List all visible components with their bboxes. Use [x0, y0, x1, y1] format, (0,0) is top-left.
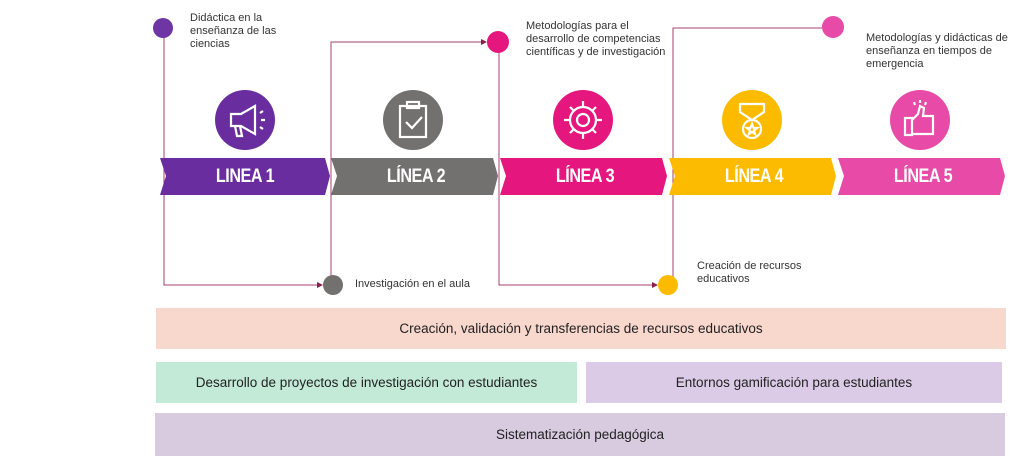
connector-2-3: [330, 39, 487, 285]
connector-4-5: [672, 27, 822, 285]
connectors: [163, 27, 822, 288]
dot-linea-3: [487, 31, 509, 53]
box-proyectos-investigacion: Desarrollo de proyectos de investigación…: [156, 362, 577, 403]
box-sistematizacion: Sistematización pedagógica: [155, 413, 1005, 456]
dot-linea-4: [658, 275, 678, 295]
banner-shape-2: [331, 158, 498, 195]
banner-linea-1: LINEA 1: [215, 165, 275, 187]
banner-linea-4: LÍNEA 4: [724, 165, 784, 187]
banners: [160, 158, 1005, 195]
connector-1-2: [163, 30, 323, 288]
banner-linea-3: LÍNEA 3: [555, 165, 615, 187]
banner-linea-5: LÍNEA 5: [893, 165, 953, 187]
banner-shape-3: [500, 158, 667, 195]
medal-icon: [722, 90, 782, 150]
topic-linea-5: Metodologías y didácticas de enseñanza e…: [866, 32, 1008, 70]
megaphone-icon: [215, 90, 275, 150]
topic-linea-4: Creación de recursos educativos: [697, 260, 802, 285]
dot-linea-2: [323, 275, 343, 295]
clipboard-check-icon: [383, 90, 443, 150]
dots: [153, 16, 844, 295]
box-recursos-educativos: Creación, validación y transferencias de…: [156, 308, 1006, 349]
thumbs-up-icon: [890, 90, 950, 150]
connector-3-4: [498, 42, 658, 288]
banner-shape-5: [838, 158, 1005, 195]
topic-linea-2: Investigación en el aula: [355, 278, 470, 290]
gear-icon: [553, 90, 613, 150]
banner-shape-4: [669, 158, 836, 195]
banner-linea-2: LÍNEA 2: [386, 165, 446, 187]
box-entornos-gamificacion: Entornos gamificación para estudiantes: [586, 362, 1002, 403]
dot-linea-5: [822, 16, 844, 38]
topic-linea-1: Didáctica en la enseñanza de las ciencia…: [190, 12, 277, 50]
banner-shape-1: [160, 158, 330, 195]
topic-linea-3: Metodologías para el desarrollo de compe…: [526, 20, 666, 58]
dot-linea-1: [153, 18, 173, 38]
